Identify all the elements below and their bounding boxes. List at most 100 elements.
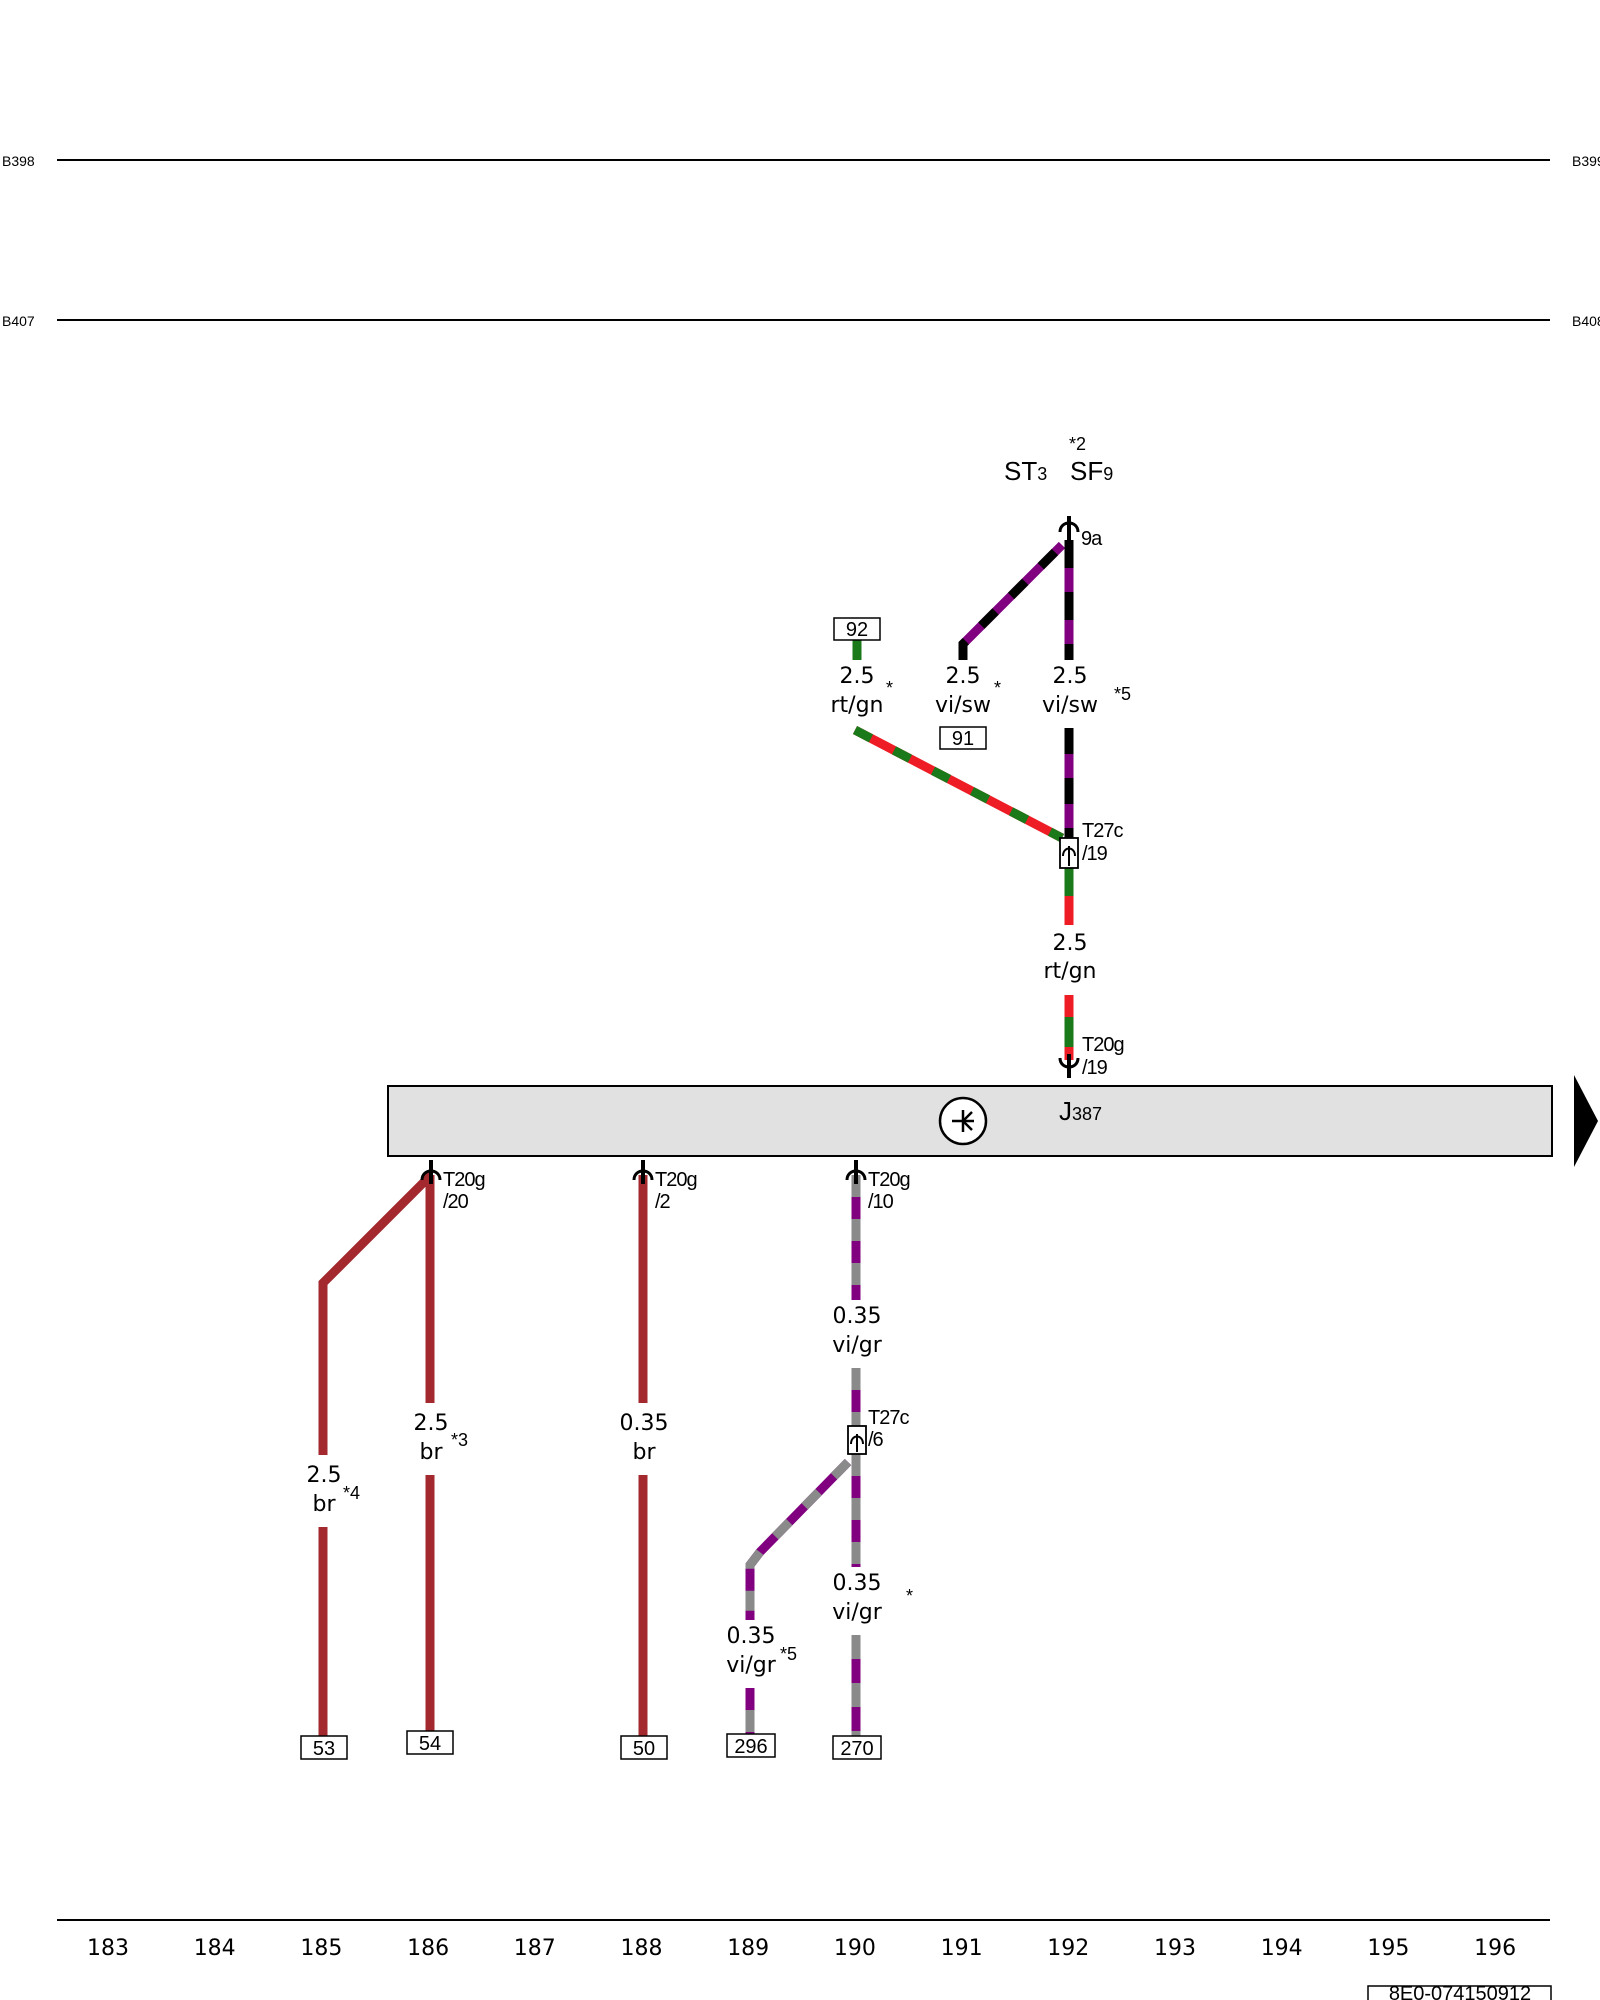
fuse-note: *2 xyxy=(1069,434,1086,454)
wire-size-185: 2.5 xyxy=(307,1463,342,1488)
scale-tick-label: 185 xyxy=(300,1936,342,1961)
wire-color-190-a: vi/gr xyxy=(832,1333,883,1358)
wire-note-186: *3 xyxy=(451,1430,468,1450)
ref-number: 53 xyxy=(313,1738,335,1760)
scale-tick-label: 184 xyxy=(194,1936,236,1961)
scale-tick-label: 192 xyxy=(1047,1936,1089,1961)
ref-box-53: 53 xyxy=(300,1735,348,1760)
component-label: J387 xyxy=(1059,1096,1102,1126)
terminal-t20g-10-icon xyxy=(845,1160,867,1184)
connector-t27c-6-icon xyxy=(847,1425,867,1455)
wire-size-91: 2.5 xyxy=(946,664,981,689)
scale-tick-label: 186 xyxy=(407,1936,449,1961)
sf-sub: 9 xyxy=(1103,464,1113,484)
scale-tick-label: 188 xyxy=(621,1936,663,1961)
wire-note-91: * xyxy=(994,678,1001,698)
bus-line-b407: B407 B408 xyxy=(2,313,1600,329)
scale-tick-label: 194 xyxy=(1261,1936,1303,1961)
bus-label-left: B407 xyxy=(2,313,35,329)
ref-box-91: 91 xyxy=(939,726,987,750)
sf-label: SF xyxy=(1070,456,1103,486)
ref-number: 270 xyxy=(840,1738,873,1760)
component-j387: J387 xyxy=(387,1085,1553,1157)
wire-color-190-b: vi/gr xyxy=(832,1600,883,1625)
wire-size-190-b: 0.35 xyxy=(833,1571,882,1596)
ref-number: 91 xyxy=(952,728,974,750)
st-sub: 3 xyxy=(1037,464,1047,484)
document-id-box: 8E0-074150912 xyxy=(1367,1983,1552,2000)
wire-color-189: vi/gr xyxy=(726,1653,777,1678)
ref-number: 296 xyxy=(734,1736,767,1758)
terminal-t20g-2-icon xyxy=(632,1160,654,1184)
wire-color-92: rt/gn xyxy=(831,693,884,718)
connector-name-t27c-6: T27c xyxy=(868,1407,909,1429)
electronic-control-icon xyxy=(938,1096,988,1146)
wire-size-189: 0.35 xyxy=(727,1624,776,1649)
st-label: ST xyxy=(1004,456,1037,486)
connector-pin-t20g-2: /2 xyxy=(655,1191,671,1213)
wire-size-190-a: 0.35 xyxy=(833,1304,882,1329)
scale-tick-label: 196 xyxy=(1474,1936,1516,1961)
wire-note-190-b: * xyxy=(906,1586,913,1606)
wire-size-92: 2.5 xyxy=(840,664,875,689)
wire-color-91: vi/sw xyxy=(935,693,991,718)
wire-note-92: * xyxy=(886,678,893,698)
wire-92-rt-gn-diagonal xyxy=(852,726,1065,842)
scale-tick-label: 193 xyxy=(1154,1936,1196,1961)
connector-name-t20g-10: T20g xyxy=(868,1169,910,1191)
wire-color-188: br xyxy=(632,1440,656,1465)
component-sub: 387 xyxy=(1072,1104,1102,1124)
wire-note-185: *4 xyxy=(343,1483,360,1503)
connector-name-t20g-2: T20g xyxy=(655,1169,697,1191)
wire-color-186: br xyxy=(419,1440,443,1465)
wire-189-vi-gr-upper-stripe xyxy=(745,1458,852,1620)
connector-pin-t20g-10: /10 xyxy=(868,1191,894,1213)
wire-91-vi-sw-stripe xyxy=(958,541,1066,660)
fuse-holder-sf9: SF9 xyxy=(1070,456,1113,486)
connector-name-t20g-20: T20g xyxy=(443,1169,485,1191)
connector-t27c-19-icon xyxy=(1059,837,1079,869)
bus-label-right: B408 xyxy=(1572,313,1600,329)
wire-size-186: 2.5 xyxy=(414,1411,449,1436)
scale-tick-label: 183 xyxy=(87,1936,129,1961)
connector-name-t27c-19: T27c xyxy=(1082,820,1123,842)
wire-color-185: br xyxy=(312,1492,336,1517)
connector-pin-t20g-19: /19 xyxy=(1082,1057,1108,1079)
bus-label-left: B398 xyxy=(2,153,35,169)
column-scale: 183 184 185 186 187 188 189 190 191 192 193 194 195 1… xyxy=(87,1936,1516,1961)
wire-185-br-upper xyxy=(318,1171,435,1455)
component-main: J xyxy=(1059,1096,1072,1126)
wire-size-192-mid: 2.5 xyxy=(1053,931,1088,956)
ref-box-270: 270 xyxy=(832,1735,882,1760)
terminal-t20g-20-icon xyxy=(420,1160,442,1184)
connector-pin-t27c-19: /19 xyxy=(1082,843,1108,865)
document-id: 8E0-074150912 xyxy=(1389,1983,1531,2000)
wire-size-192-top: 2.5 xyxy=(1053,664,1088,689)
connector-pin-t20g-20: /20 xyxy=(443,1191,469,1213)
scale-tick-label: 189 xyxy=(727,1936,769,1961)
connector-name-t20g-19: T20g xyxy=(1082,1034,1124,1056)
ref-box-296: 296 xyxy=(726,1733,776,1758)
ref-box-50: 50 xyxy=(620,1735,668,1760)
fuse-holder-st3: ST3 xyxy=(1004,456,1047,486)
scale-tick-label: 195 xyxy=(1367,1936,1409,1961)
ref-number: 92 xyxy=(846,619,868,641)
bus-line-b398: B398 B399 xyxy=(2,153,1600,169)
fuse-terminal-icon xyxy=(1058,516,1080,540)
wire-size-188: 0.35 xyxy=(620,1411,669,1436)
ref-number: 54 xyxy=(419,1733,441,1755)
scale-tick-label: 191 xyxy=(941,1936,983,1961)
wire-189-vi-gr-upper xyxy=(745,1458,852,1620)
bus-label-right: B399 xyxy=(1572,153,1600,169)
ref-box-54: 54 xyxy=(406,1730,454,1755)
scale-tick-label: 190 xyxy=(834,1936,876,1961)
wire-color-192-mid: rt/gn xyxy=(1044,959,1097,984)
wire-note-189: *5 xyxy=(780,1644,797,1664)
fuse-number: 9a xyxy=(1081,528,1103,550)
terminal-t20g-19-icon xyxy=(1058,1054,1080,1078)
terminal-layer xyxy=(420,1054,1080,1184)
scale-tick-label: 187 xyxy=(514,1936,556,1961)
wire-note-192-top: *5 xyxy=(1114,684,1131,704)
connector-pin-t27c-6: /6 xyxy=(868,1429,884,1451)
